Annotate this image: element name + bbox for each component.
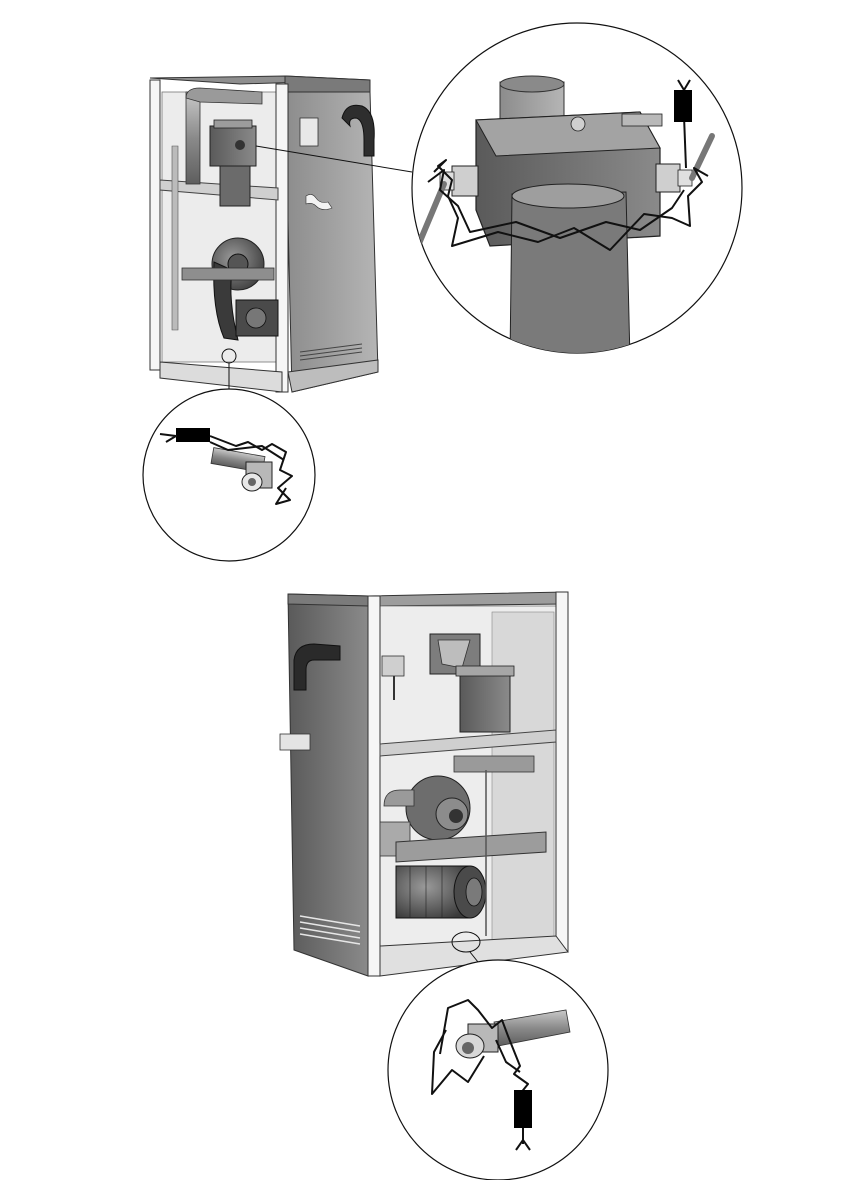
vent-slots (299, 915, 361, 945)
valve-block (381, 633, 515, 733)
inlet-pipe (185, 91, 201, 185)
side-bracket (279, 733, 311, 751)
leader-line-drain (469, 951, 479, 963)
outlet-pipe (293, 643, 341, 691)
drain-valve-detail-bottom (387, 959, 609, 1180)
leader-line-valve (255, 145, 413, 173)
drain-point-marker (451, 931, 481, 953)
lead-seal-tag (674, 90, 692, 122)
brand-logo-icon (305, 194, 333, 210)
vent-slots (299, 343, 363, 361)
lead-seal-tag (176, 428, 210, 442)
pump-assembly (171, 145, 279, 341)
lead-seal-tag (514, 1090, 532, 1128)
bottom-cabinet-roof (367, 591, 567, 607)
bottom-cabinet (279, 591, 569, 977)
pump-assembly (379, 755, 547, 919)
drain-valve-detail-top (142, 388, 316, 562)
outlet-pipe (341, 104, 375, 157)
side-panel-plate (299, 117, 319, 147)
bottom-cabinet-shelf (379, 729, 557, 757)
valve-block-detail (411, 22, 743, 354)
valve-block (209, 119, 257, 207)
top-cabinet (149, 75, 413, 393)
